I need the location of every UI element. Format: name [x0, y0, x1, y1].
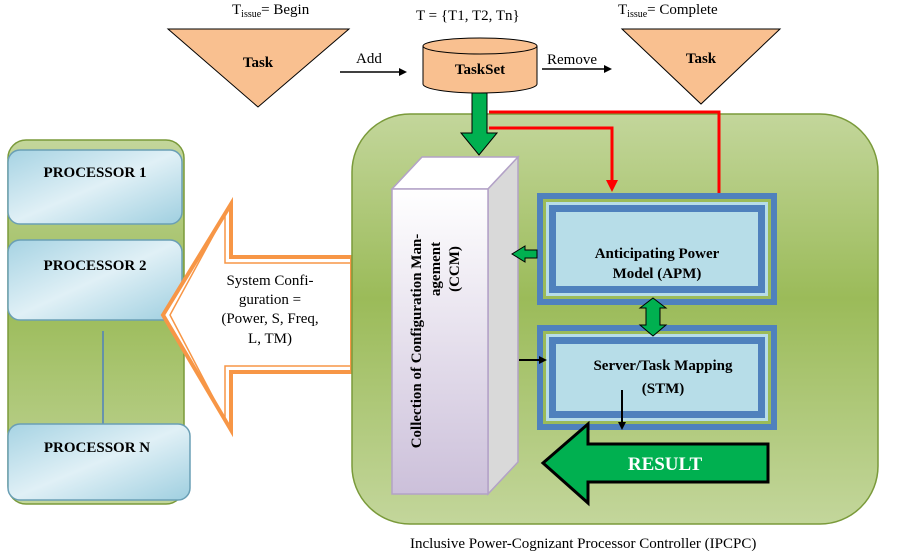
config-line-2: guration =: [239, 292, 301, 308]
apm-to-ccm-arrow: [511, 245, 538, 263]
taskset-label: TaskSet: [455, 62, 505, 78]
task-complete-label: Task: [686, 51, 717, 67]
system-configuration-arrow: System Confi- guration = (Power, S, Freq…: [160, 196, 354, 438]
task-begin[interactable]: Task: [166, 28, 351, 108]
ccm-box[interactable]: Collection of Configuration Man- agement…: [390, 155, 520, 496]
taskset-to-ccm-arrow: [459, 92, 499, 156]
apm-line-2: Model (APM): [613, 266, 702, 282]
processor-1[interactable]: PROCESSOR 1: [7, 149, 183, 225]
taskset-to-apm-red-line: [489, 126, 618, 192]
result-label: RESULT: [628, 454, 703, 475]
processor-n[interactable]: PROCESSOR N: [7, 423, 191, 501]
complete-label: Tissue= Complete: [618, 2, 718, 20]
ccm-line-2: agement: [428, 242, 444, 296]
processor-1-label: PROCESSOR 1: [44, 165, 147, 181]
result-arrow[interactable]: RESULT: [540, 420, 770, 507]
stm-line-2: (STM): [642, 381, 685, 397]
controller-caption: Inclusive Power-Cognizant Processor Cont…: [410, 536, 756, 552]
processor-2[interactable]: PROCESSOR 2: [7, 239, 183, 321]
remove-label: Remove: [547, 52, 597, 68]
processor-2-label: PROCESSOR 2: [44, 258, 147, 274]
stm-line-1: Server/Task Mapping: [593, 358, 733, 374]
task-begin-label: Task: [243, 55, 274, 71]
config-line-1: System Confi-: [226, 273, 313, 289]
apm-line-1: Anticipating Power: [595, 246, 720, 262]
config-line-4: L, TM): [248, 331, 292, 347]
add-label: Add: [356, 51, 382, 67]
ccm-line-1: Collection of Configuration Man-: [409, 234, 425, 449]
config-line-3: (Power, S, Freq,: [221, 311, 318, 327]
processor-n-label: PROCESSOR N: [44, 440, 150, 456]
stm-box[interactable]: Server/Task Mapping (STM): [537, 325, 777, 430]
ccm-line-3: (CCM): [447, 246, 463, 292]
apm-box[interactable]: Anticipating Power Model (APM): [537, 193, 777, 305]
task-complete[interactable]: Task: [620, 28, 782, 105]
taskset-cylinder[interactable]: TaskSet: [422, 37, 538, 94]
begin-label: Tissue= Begin: [232, 2, 310, 20]
apm-stm-bidirectional-arrow: [638, 297, 668, 337]
taskset-definition: T = {T1, T2, Tn}: [416, 8, 520, 24]
processor-panel: PROCESSOR 1 PROCESSOR 2 PROCESSOR N: [7, 139, 191, 505]
